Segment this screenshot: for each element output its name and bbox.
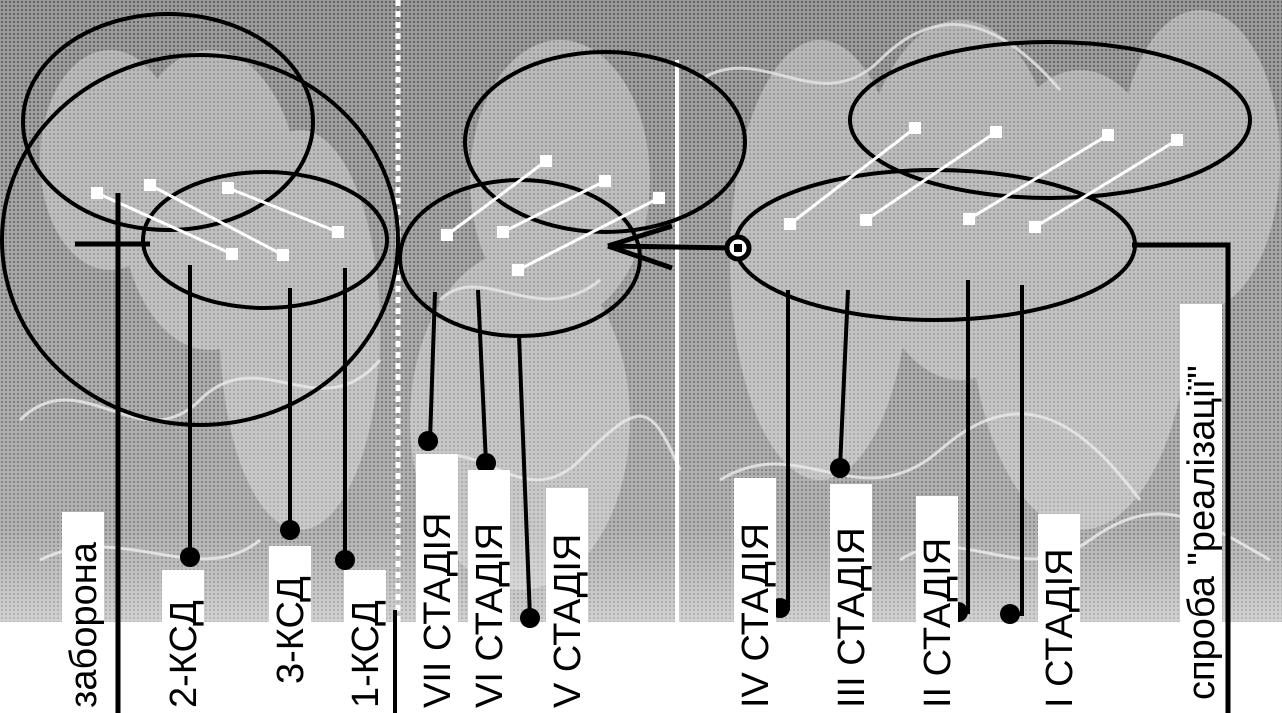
label-stage-1: I СТАДІЯ bbox=[1038, 514, 1081, 710]
connectors-middle bbox=[446, 159, 660, 272]
markers-middle bbox=[441, 155, 665, 276]
markers-left bbox=[91, 179, 344, 261]
svg-text:V СТАДІЯ: V СТАДІЯ bbox=[547, 534, 589, 708]
leader-dots bbox=[180, 431, 1020, 628]
markers-right bbox=[784, 122, 1183, 233]
label-2-ksd: 2-КСД bbox=[162, 570, 205, 710]
label-1-ksd: 1-КСД bbox=[344, 570, 387, 710]
svg-text:II СТАДІЯ: II СТАДІЯ bbox=[917, 538, 959, 708]
leader-sproba bbox=[1132, 242, 1231, 713]
arrow-leftward bbox=[607, 223, 752, 271]
label-zaborona: заборона bbox=[62, 512, 105, 710]
svg-text:заборона: заборона bbox=[63, 541, 105, 708]
ellipse-ksd bbox=[141, 170, 389, 310]
svg-text:VI СТАДІЯ: VI СТАДІЯ bbox=[469, 523, 511, 708]
label-stage-5: V СТАДІЯ bbox=[546, 488, 589, 710]
ellipse-big-left bbox=[0, 53, 400, 427]
svg-text:VII СТАДІЯ: VII СТАДІЯ bbox=[417, 513, 459, 709]
svg-text:3-КСД: 3-КСД bbox=[270, 576, 312, 684]
ellipse-top-left bbox=[21, 12, 315, 232]
svg-text:спроба "реалізації": спроба "реалізації" bbox=[1181, 365, 1223, 700]
label-stage-7: VII СТАДІЯ bbox=[416, 454, 459, 710]
connectors-right bbox=[789, 126, 1178, 229]
label-sproba: спроба "реалізації" bbox=[1180, 304, 1223, 702]
svg-text:1-КСД: 1-КСД bbox=[345, 600, 387, 708]
svg-text:2-КСД: 2-КСД bbox=[163, 600, 205, 708]
ellipse-upper-right bbox=[848, 40, 1252, 200]
ellipse-stages-1-4 bbox=[733, 168, 1137, 322]
svg-text:I СТАДІЯ: I СТАДІЯ bbox=[1039, 548, 1081, 708]
label-stage-3: III СТАДІЯ bbox=[830, 484, 873, 710]
svg-text:III СТАДІЯ: III СТАДІЯ bbox=[831, 527, 873, 708]
leader-zaborona bbox=[75, 193, 150, 713]
svg-text:IV СТАДІЯ: IV СТАДІЯ bbox=[735, 523, 777, 708]
ellipse-upper-middle bbox=[463, 50, 747, 234]
label-3-ksd: 3-КСД bbox=[269, 546, 312, 686]
label-stage-6: VI СТАДІЯ bbox=[468, 470, 511, 710]
label-stage-4: IV СТАДІЯ bbox=[734, 478, 777, 710]
label-stage-2: II СТАДІЯ bbox=[916, 496, 959, 710]
